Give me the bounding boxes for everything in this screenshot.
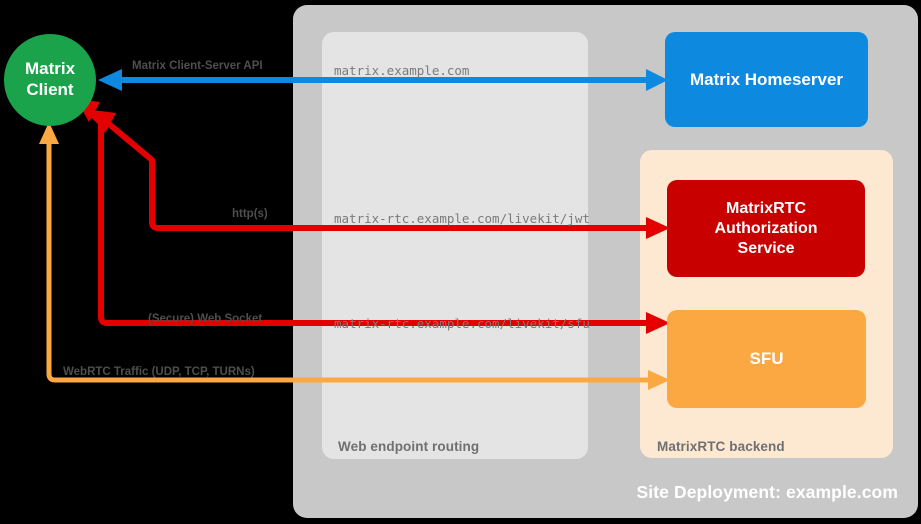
node-auth-line2: Authorization — [714, 219, 818, 237]
node-sfu[interactable]: SFU — [667, 310, 866, 408]
node-matrix-homeserver[interactable]: Matrix Homeserver — [665, 32, 868, 127]
caption-matrixrtc-backend: MatrixRTC backend — [657, 439, 785, 454]
url-matrix-rtc-livekit-jwt: matrix-rtc.example.com/livekit/jwt — [334, 211, 590, 226]
node-matrixrtc-authorization-service[interactable]: MatrixRTC Authorization Service — [667, 180, 865, 277]
node-auth-line3: Service — [737, 239, 795, 257]
node-matrix-homeserver-label: Matrix Homeserver — [689, 69, 844, 89]
edge-label-webrtc-traffic: WebRTC Traffic (UDP, TCP, TURNs) — [63, 366, 255, 378]
node-auth-line1: MatrixRTC — [725, 199, 806, 217]
url-matrix-rtc-livekit-sfu: matrix-rtc.example.com/livekit/sfu — [334, 316, 590, 331]
edge-label-http: http(s) — [232, 208, 268, 220]
url-matrix-example-com: matrix.example.com — [334, 63, 470, 78]
edge-label-web-socket: (Secure) Web Socket — [148, 313, 263, 325]
node-sfu-label: SFU — [749, 349, 784, 369]
container-web-endpoint-routing — [322, 32, 588, 459]
node-matrix-client[interactable]: Matrix Client — [4, 34, 96, 126]
label-site-deployment: Site Deployment: example.com — [636, 482, 898, 502]
node-matrix-client-line2: Client — [26, 80, 74, 99]
edge-label-client-server-api: Matrix Client-Server API — [132, 60, 263, 72]
caption-web-endpoint-routing: Web endpoint routing — [338, 439, 480, 454]
node-matrix-client-line1: Matrix — [24, 59, 76, 79]
